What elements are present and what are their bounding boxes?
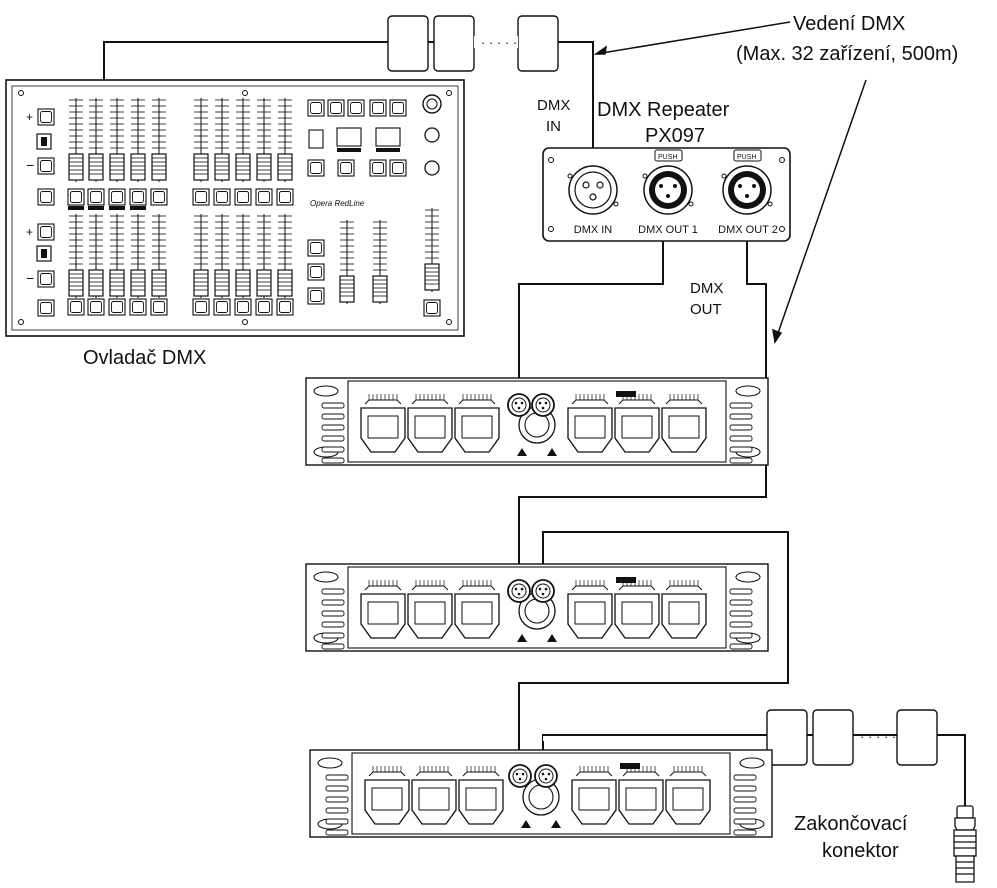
controller-caption: Ovladač DMX bbox=[83, 347, 206, 369]
repeater-port-in-label: DMX IN bbox=[574, 224, 613, 236]
repeater-port-out2-label: DMX OUT 2 bbox=[718, 224, 778, 236]
repeater-model: PX097 bbox=[645, 125, 705, 147]
dimmer-pack-1 bbox=[306, 378, 768, 465]
dimmer-pack-3 bbox=[310, 750, 772, 837]
cable-out1-to-dimmer-1 bbox=[518, 200, 664, 393]
cable-dimmer-2-to-dimmer-3 bbox=[518, 531, 789, 768]
dmx-line-title: Vedení DMX bbox=[793, 13, 905, 35]
svg-text:−: − bbox=[26, 270, 34, 286]
chain-box-1 bbox=[387, 15, 429, 72]
chain-ellipsis-bottom: · · · · · bbox=[860, 729, 896, 744]
fader-bank-upper bbox=[67, 97, 294, 210]
repeater-port-dmx-out-2: PUSH bbox=[721, 149, 773, 215]
dmx-out-label-bottom: OUT bbox=[690, 301, 722, 318]
chain-ellipsis-top: · · · · · bbox=[481, 35, 517, 50]
dmx-in-label-top: DMX bbox=[537, 97, 570, 114]
pointer-lines bbox=[593, 21, 867, 344]
svg-text:Opera RedLine: Opera RedLine bbox=[310, 199, 365, 208]
cable-controller-to-chain bbox=[103, 41, 594, 182]
repeater-port-out1-label: DMX OUT 1 bbox=[638, 224, 698, 236]
chain-box-3 bbox=[517, 15, 559, 72]
dimmer-2-dmx-out-icon bbox=[531, 579, 555, 603]
dmx-in-label-bottom: IN bbox=[546, 118, 561, 135]
dmx-controller: + − + − bbox=[5, 79, 465, 337]
dimmer-1-dmx-out-icon bbox=[531, 393, 555, 417]
push-label-1: PUSH bbox=[658, 154, 677, 161]
terminator-caption-line1: Zakončovací bbox=[794, 813, 908, 835]
dimmer-3-dmx-in-icon bbox=[508, 764, 532, 788]
chain-box-2 bbox=[433, 15, 475, 72]
dmx-out-label-top: DMX bbox=[690, 280, 723, 297]
dmx-repeater: PUSH PUSH DMX IN DMX OUT 1 DMX OUT 2 bbox=[542, 147, 791, 242]
push-label-2: PUSH bbox=[737, 154, 756, 161]
bottom-device-chain: · · · · · bbox=[543, 709, 965, 766]
dimmer-2-dmx-in-icon bbox=[507, 579, 531, 603]
dmx-line-note: (Max. 32 zařízení, 500m) bbox=[736, 43, 958, 65]
dimmer-pack-2 bbox=[306, 564, 768, 651]
controller-left-panel: + − + − bbox=[26, 108, 55, 317]
dimmer-1-dmx-in-icon bbox=[507, 393, 531, 417]
terminator-plug-icon bbox=[953, 805, 977, 883]
terminator-caption-line2: konektor bbox=[822, 840, 899, 862]
svg-text:+: + bbox=[26, 225, 33, 239]
repeater-port-dmx-in bbox=[567, 165, 619, 215]
svg-text:+: + bbox=[26, 110, 33, 124]
dimmer-3-dmx-out-icon bbox=[534, 764, 558, 788]
controller-programming-panel: Opera RedLine bbox=[307, 94, 442, 317]
chain-box-4 bbox=[766, 709, 808, 766]
chain-box-5 bbox=[812, 709, 854, 766]
top-device-chain: · · · · · bbox=[387, 15, 559, 72]
chain-box-6 bbox=[896, 709, 938, 766]
repeater-port-dmx-out-1: PUSH bbox=[642, 149, 694, 215]
repeater-title: DMX Repeater bbox=[597, 99, 730, 121]
svg-text:−: − bbox=[26, 157, 34, 173]
